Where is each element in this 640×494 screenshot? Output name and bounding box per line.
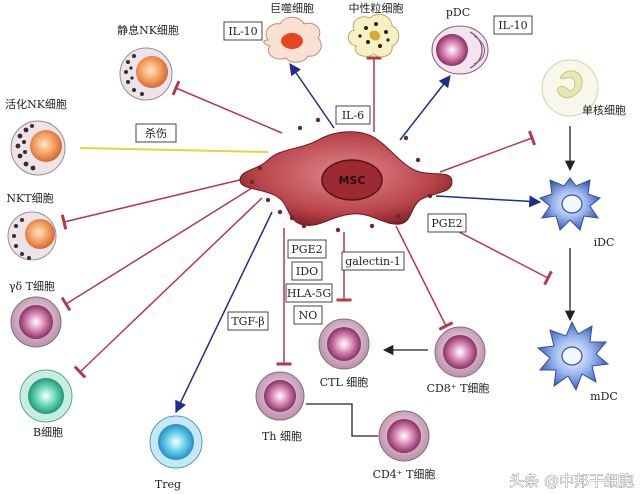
mdc-label: mDC: [590, 390, 618, 403]
activated-nk-label: 活化NK细胞: [5, 97, 67, 111]
th-label: Th 细胞: [262, 430, 302, 443]
cd8-label: CD8⁺ T细胞: [427, 382, 490, 395]
resting-nk-cell: [119, 47, 173, 101]
idc-label: iDC: [594, 236, 615, 249]
macrophage-label: 巨噬细胞: [270, 1, 314, 15]
svg-text:杀伤: 杀伤: [145, 126, 167, 140]
resting-nk-label: 静息NK细胞: [117, 23, 179, 37]
pge2-right-box: PGE2: [427, 213, 467, 233]
svg-text:galectin-1: galectin-1: [345, 255, 401, 268]
promote-treg: [175, 211, 273, 414]
gamma-delta-t-cell: [10, 296, 62, 348]
b-cell: [19, 369, 73, 423]
b-cell-label: B细胞: [33, 426, 63, 439]
il10-pdc-box: IL-10: [493, 15, 533, 35]
promote-macrophage: [289, 63, 335, 129]
macrophage-cell: [263, 16, 322, 63]
treg-label: Treg: [155, 478, 181, 491]
cd4-label: CD4⁺ T细胞: [373, 468, 436, 481]
neutrophil-label: 中性粒细胞: [349, 1, 404, 15]
svg-text:IL-10: IL-10: [498, 19, 527, 32]
svg-text:TGF-β: TGF-β: [231, 315, 264, 328]
inhibit-monocyte: [439, 130, 537, 173]
th-cell: [255, 371, 305, 421]
svg-text:IL-10: IL-10: [228, 25, 257, 38]
treg-cell: [149, 415, 203, 469]
idc-cell: [538, 177, 602, 231]
activated-nk-cell: [10, 120, 66, 176]
gamma-delta-t-label: γδ T细胞: [9, 280, 55, 293]
factor-boxes: IL-10 IL-10 IL-6 杀伤 PGE2 galectin-1 PGE2: [135, 15, 533, 331]
mdc-cell: [536, 320, 610, 392]
svg-text:NO: NO: [299, 309, 318, 322]
nkt-label: NKT细胞: [6, 192, 53, 205]
monocyte-label: 单核细胞: [582, 103, 626, 117]
pdc-cell: [431, 25, 489, 75]
svg-text:PGE2: PGE2: [431, 217, 462, 230]
cd8-cell: [434, 326, 486, 378]
inhibit-gamma-delta-t: [60, 187, 253, 312]
promote-idc: [435, 195, 542, 208]
monocyte-cell: [541, 59, 599, 117]
il10-macrophage-box: IL-10: [223, 21, 263, 41]
inhibit-nkt: [60, 177, 249, 230]
kill-box: 杀伤: [135, 123, 177, 143]
watermark: 头条 @中邦干细胞: [509, 472, 634, 490]
msc-label: MSC: [339, 174, 366, 187]
promote-pdc: [399, 75, 451, 141]
kill-activated-nk: [79, 147, 269, 153]
th-cd4-bracket: [306, 403, 378, 437]
ctl-label: CTL 细胞: [320, 376, 369, 389]
svg-text:PGE2: PGE2: [291, 243, 322, 256]
msc-cell: MSC: [239, 117, 453, 233]
hla5g-box: HLA-5G: [285, 283, 333, 303]
svg-text:IDO: IDO: [296, 265, 318, 278]
inhibit-b-cell: [73, 197, 263, 379]
svg-text:IL-6: IL-6: [342, 109, 364, 122]
nkt-cell: [7, 211, 57, 261]
pge2-center-box: PGE2: [287, 239, 327, 259]
galectin-box: galectin-1: [341, 251, 405, 271]
pdc-label: pDC: [446, 6, 470, 19]
connections: [60, 56, 576, 437]
inhibit-cd8: [395, 225, 454, 331]
no-box: NO: [293, 305, 323, 325]
inhibit-resting-nk: [171, 80, 283, 134]
tgfb-box: TGF-β: [227, 311, 269, 331]
ctl-cell: [318, 318, 370, 370]
neutrophil-cell: [347, 13, 400, 58]
il6-box: IL-6: [335, 105, 371, 125]
ido-box: IDO: [291, 261, 323, 281]
svg-text:HLA-5G: HLA-5G: [287, 287, 331, 300]
cd4-cell: [378, 410, 430, 462]
